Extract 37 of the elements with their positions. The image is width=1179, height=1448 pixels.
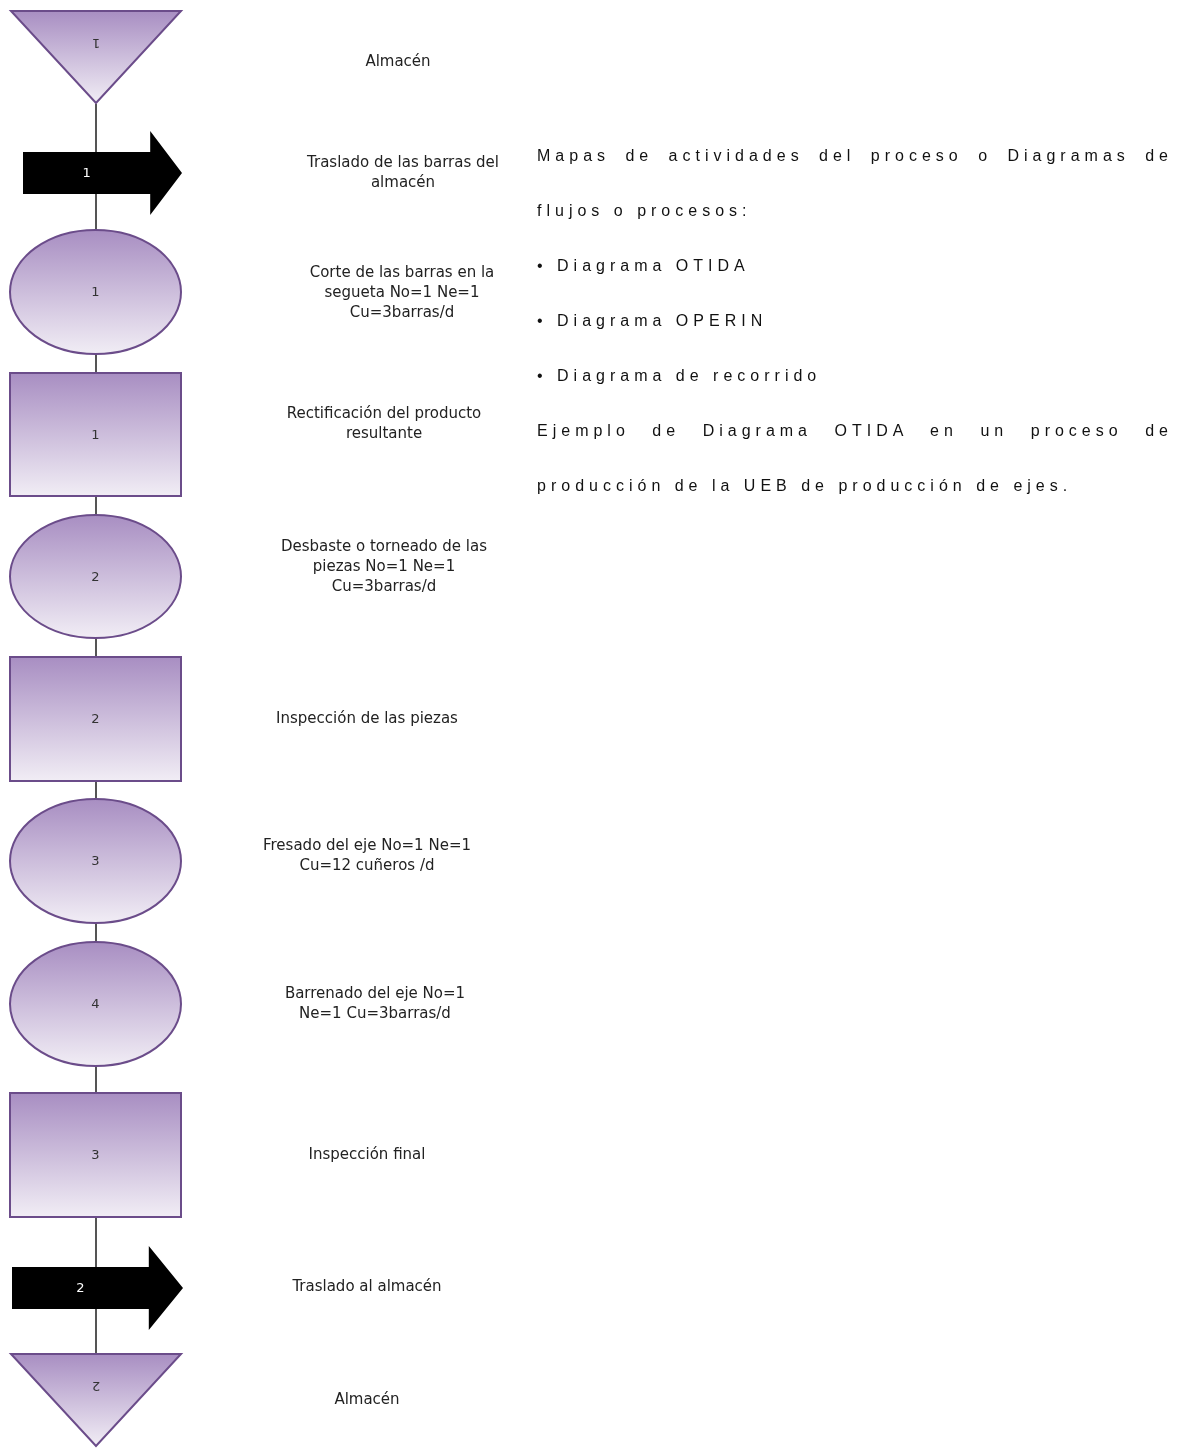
bullet-item: • Diagrama de recorrido [537,366,823,386]
step-description: Fresado del eje No=1 Ne=1 Cu=12 cuñeros /d [262,835,472,875]
connector-line [95,1066,97,1093]
transport-symbol: 1 [23,131,182,215]
step-description: Traslado al almacén [291,1276,443,1296]
connector-line [95,354,97,373]
bullet-item: • Diagrama OTIDA [537,256,751,276]
connector-line [95,103,97,153]
step-description: Almacén [364,51,432,71]
connector-line [95,781,97,799]
connector-line [95,923,97,942]
transport-symbol: 2 [12,1246,183,1330]
connector-line [95,193,97,230]
inspection-box: 3 [9,1092,182,1218]
step-description: Rectificación del producto resultante [285,403,483,443]
paragraph: Ejemplo de Diagrama OTIDA en un proceso de producción de la UEB de producción de ejes. [537,421,1173,496]
step-description: Corte de las barras en la segueta No=1 Ne=1 Cu=3barras/d [308,262,496,322]
storage-triangle: 1 [10,10,182,104]
step-description: Almacén [333,1389,401,1409]
storage-triangle: 2 [10,1353,182,1447]
connector-line [95,496,97,515]
connector-line [95,638,97,657]
step-description: Inspección final [307,1144,427,1164]
operation-ellipse: 4 [9,941,182,1067]
step-description: Barrenado del eje No=1 Ne=1 Cu=3barras/d [283,983,467,1023]
inspection-box: 1 [9,372,182,497]
paragraph: Mapas de actividades del proceso o Diagramas de flujos o procesos: [537,146,1173,221]
connector-line [95,1308,97,1354]
bullet-item: • Diagrama OPERIN [537,311,769,331]
inspection-box: 2 [9,656,182,782]
connector-line [95,1217,97,1268]
operation-ellipse: 1 [9,229,182,355]
step-description: Traslado de las barras del almacén [306,152,500,192]
operation-ellipse: 2 [9,514,182,639]
step-description: Inspección de las piezas [275,708,459,728]
operation-ellipse: 3 [9,798,182,924]
step-description: Desbaste o torneado de las piezas No=1 Ne=1 Cu=3barras/d [280,536,488,596]
